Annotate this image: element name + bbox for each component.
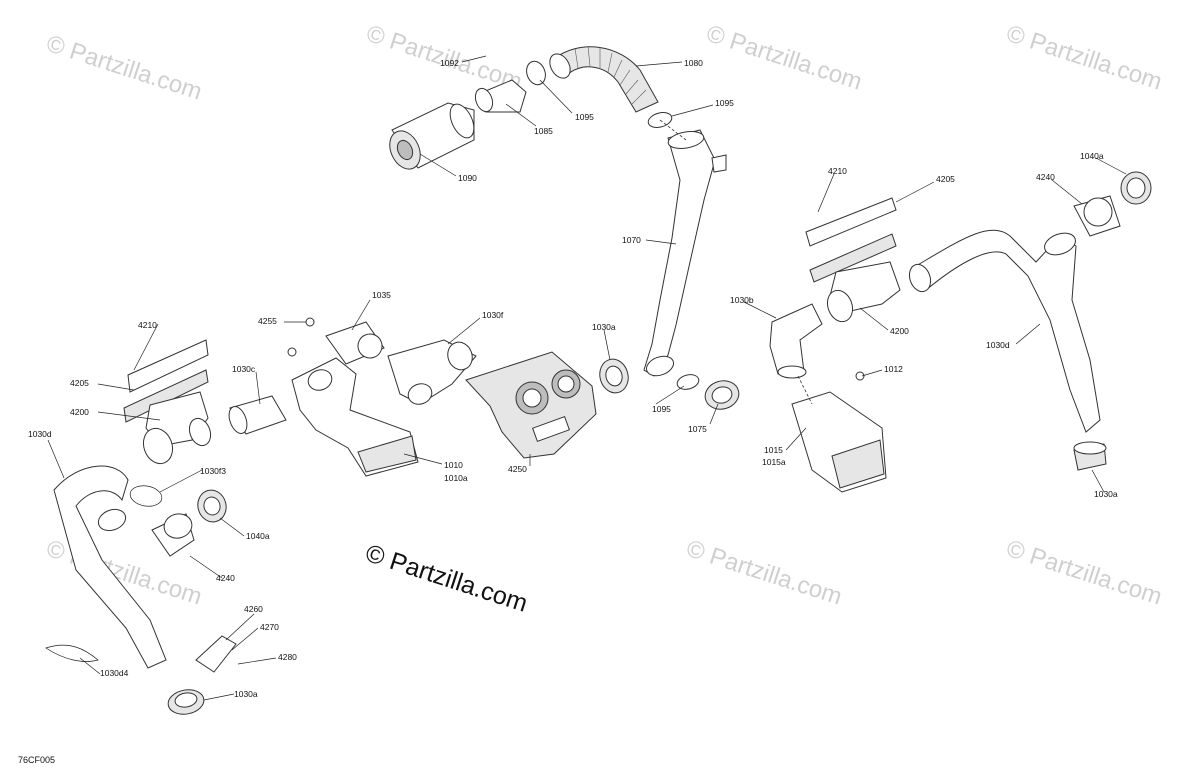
duct-1035 xyxy=(325,321,385,365)
coupler-1075 xyxy=(704,380,740,410)
callout-4250: 4250 xyxy=(508,464,527,474)
partzilla-watermark: © Partzilla.com xyxy=(362,539,531,618)
callout-1015: 1015 xyxy=(764,445,783,455)
callout-1070: 1070 xyxy=(622,235,641,245)
nozzle-4240-right xyxy=(1073,195,1121,237)
watermark-tile: © Partzilla.com xyxy=(703,20,865,96)
adapter-1085 xyxy=(474,79,527,113)
callout-1010a: 1010a xyxy=(444,473,468,483)
screw-1012 xyxy=(855,371,865,381)
tie-strap-1030d4 xyxy=(45,644,99,662)
vent-1030a-right xyxy=(1073,441,1107,471)
vent-rail-4205-left xyxy=(123,339,209,423)
callout-1075: 1075 xyxy=(688,424,707,434)
watermark-tile: © Partzilla.com xyxy=(43,30,205,106)
tie-strap-1030f3 xyxy=(129,485,163,507)
coupler-1030c xyxy=(228,395,287,435)
callout-1030a-bottom-left: 1030a xyxy=(234,689,258,699)
callout-4205-right: 4205 xyxy=(936,174,955,184)
clamp-1095-mid xyxy=(676,374,700,390)
assembly-line xyxy=(797,375,813,405)
callout-4200-left: 4200 xyxy=(70,407,89,417)
callout-4280: 4280 xyxy=(278,652,297,662)
callout-1030d-left: 1030d xyxy=(28,429,52,439)
watermark-tile: © Partzilla.com xyxy=(683,535,845,611)
vent-housing-4200-left xyxy=(142,391,212,465)
callout-1092: 1092 xyxy=(440,58,459,68)
callout-1030f: 1030f xyxy=(482,310,504,320)
callout-1030f3: 1030f3 xyxy=(200,466,226,476)
callout-4270: 4270 xyxy=(260,622,279,632)
diagram-code: 76CF005 xyxy=(18,755,55,765)
vent-housing-4200-right xyxy=(826,261,901,323)
duct-1030d-left xyxy=(53,465,167,669)
bezel-4250 xyxy=(465,351,597,459)
callout-4240-right: 4240 xyxy=(1036,172,1055,182)
vent-1030a-mid xyxy=(599,358,629,394)
callout-1080: 1080 xyxy=(684,58,703,68)
watermark-tile: © Partzilla.com xyxy=(1003,535,1165,611)
callout-labels: 1092 1080 1095 1095 1085 1090 1070 1095 … xyxy=(28,58,1118,699)
callout-1030b: 1030b xyxy=(730,295,754,305)
vent-1040a-left xyxy=(197,489,227,523)
callout-4205-left: 4205 xyxy=(70,378,89,388)
callout-1030d-right: 1030d xyxy=(986,340,1010,350)
callout-1030a-mid: 1030a xyxy=(592,322,616,332)
callout-1095-upper: 1095 xyxy=(715,98,734,108)
callout-1012: 1012 xyxy=(884,364,903,374)
callout-1030c: 1030c xyxy=(232,364,256,374)
defroster-duct-1010 xyxy=(291,357,419,477)
callout-1085: 1085 xyxy=(534,126,553,136)
callout-1030d4: 1030d4 xyxy=(100,668,129,678)
watermark-tile: © Partzilla.com xyxy=(1003,20,1165,96)
assembly-line xyxy=(659,119,687,141)
callout-1030a-right: 1030a xyxy=(1094,489,1118,499)
callout-1035: 1035 xyxy=(372,290,391,300)
callout-1095-mid: 1095 xyxy=(652,404,671,414)
bracket-4260 xyxy=(195,635,237,673)
callout-4260: 4260 xyxy=(244,604,263,614)
duct-1030b xyxy=(769,303,823,379)
vent-1040a-right xyxy=(1120,171,1152,205)
screw-4255 xyxy=(287,317,315,357)
callout-1015a: 1015a xyxy=(762,457,786,467)
callout-1090: 1090 xyxy=(458,173,477,183)
leader-lines xyxy=(47,55,1127,701)
callout-1010: 1010 xyxy=(444,460,463,470)
callout-4240-left: 4240 xyxy=(216,573,235,583)
callout-1095-top: 1095 xyxy=(575,112,594,122)
callout-1040a-right: 1040a xyxy=(1080,151,1104,161)
nozzle-4240-left xyxy=(151,513,195,557)
vent-1030a-bottom-left xyxy=(167,689,205,715)
duct-1030d-right xyxy=(908,229,1101,433)
duct-1030f xyxy=(387,339,477,405)
callout-4210-left: 4210 xyxy=(138,320,157,330)
intake-hose-1080 xyxy=(549,45,659,113)
callout-4210-right: 4210 xyxy=(828,166,847,176)
vent-rail-4205-right xyxy=(805,197,897,283)
air-filter-1090 xyxy=(389,102,475,170)
defroster-duct-1015 xyxy=(791,391,887,493)
callout-4200-right: 4200 xyxy=(890,326,909,336)
clamp-1095-top xyxy=(526,60,546,86)
callout-1040a-left: 1040a xyxy=(246,531,270,541)
intake-duct-1070 xyxy=(643,129,727,377)
callout-4255: 4255 xyxy=(258,316,277,326)
